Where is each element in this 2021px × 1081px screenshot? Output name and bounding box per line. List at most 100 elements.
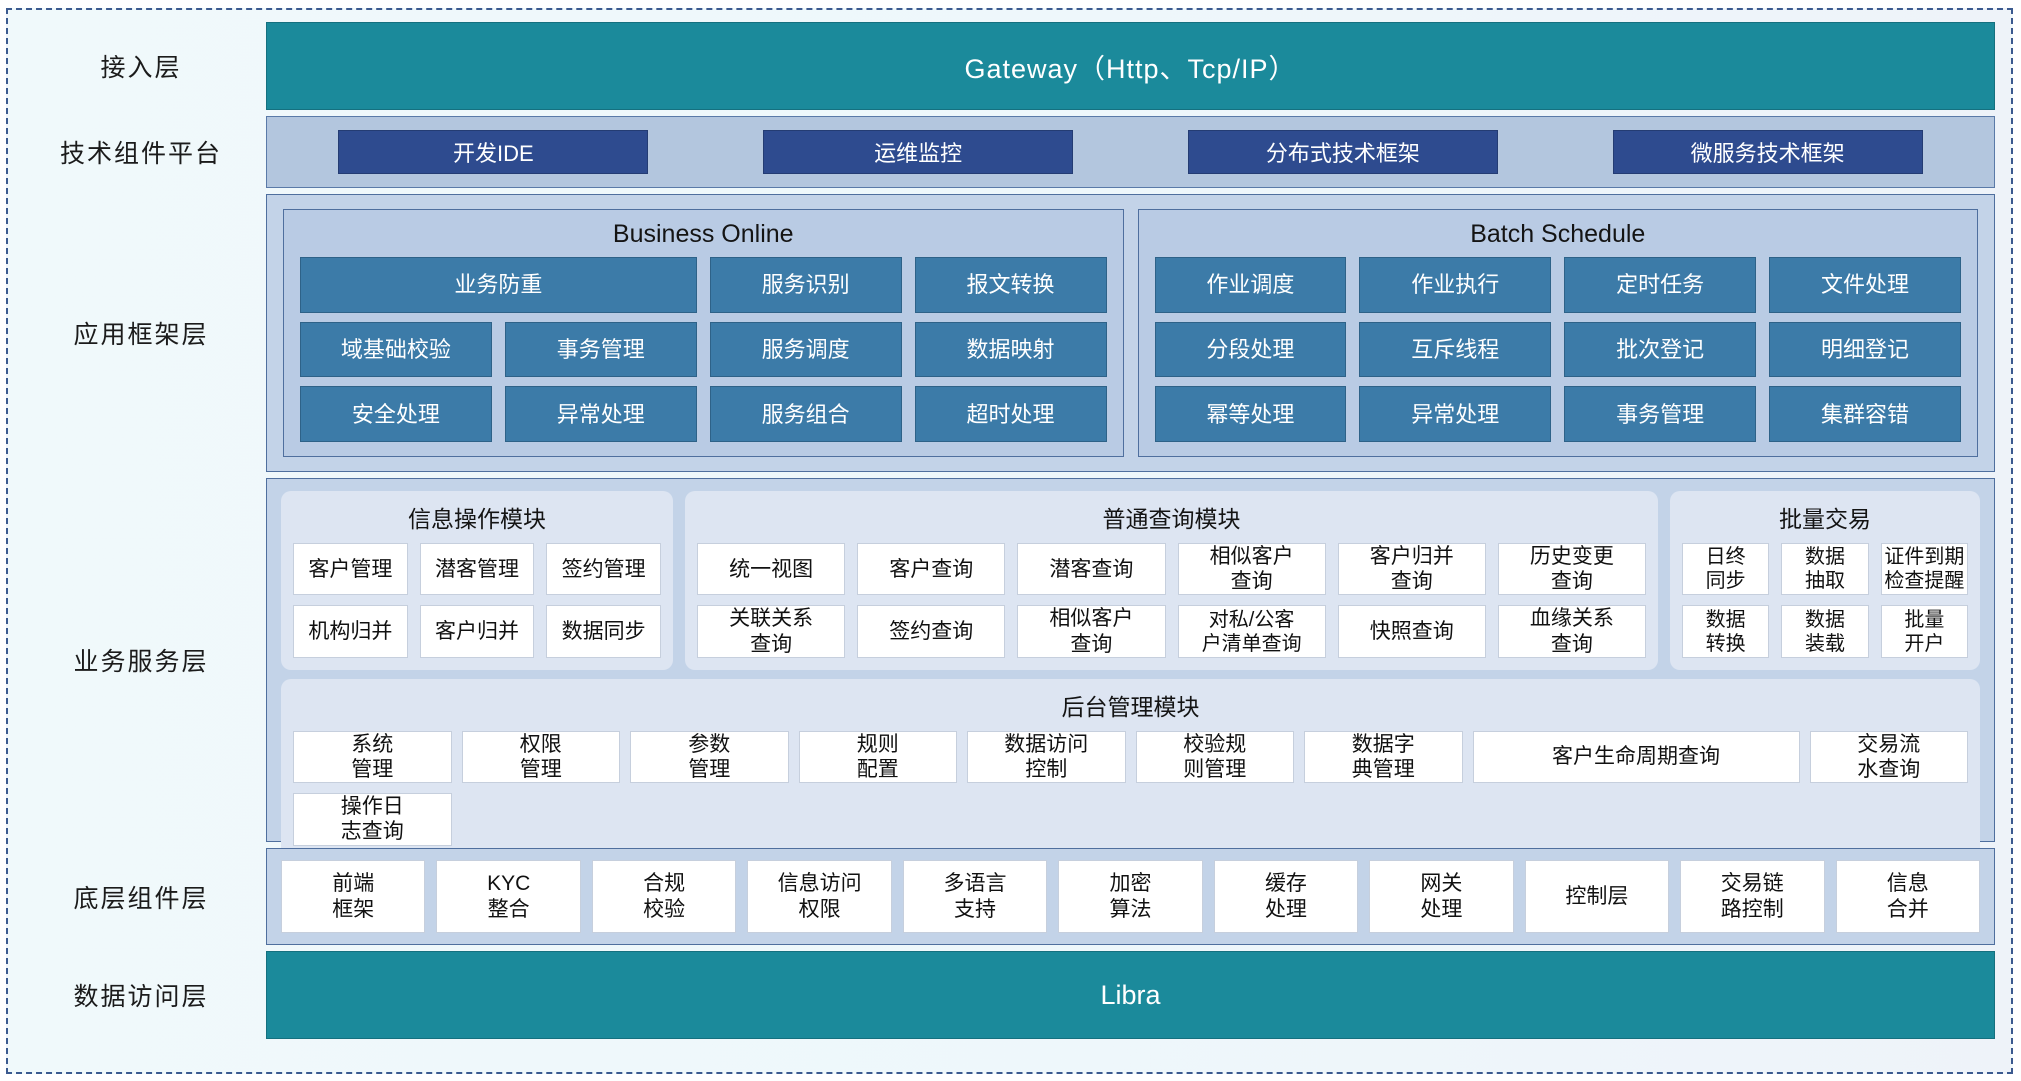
layer-label-data-access: 数据访问层 <box>73 983 209 1011</box>
panel-title-batch-schedule: Batch Schedule <box>1470 220 1646 248</box>
biz-cell-query-5[interactable]: 历史变更查询 <box>1497 543 1646 596</box>
gateway-bar[interactable]: Gateway（Http、Tcp/IP） <box>266 22 1995 110</box>
fw-cell-batch-9[interactable]: 异常处理 <box>1359 386 1552 442</box>
biz-cell-info-1[interactable]: 潜客管理 <box>419 543 535 596</box>
panel-title-business-online: Business Online <box>612 220 794 248</box>
fw-cell-online-5[interactable]: 服务调度 <box>709 321 902 378</box>
biz-cell-batchtx-3[interactable]: 数据转换 <box>1682 605 1770 658</box>
bottom-cell-8[interactable]: 控制层 <box>1524 860 1670 933</box>
layer-label-tech-platform: 技术组件平台 <box>59 140 222 168</box>
fw-cell-online-10[interactable]: 超时处理 <box>914 386 1107 442</box>
panel-business-online: Business Online 业务防重 服务识别 报文转换 域基础校验 事务管… <box>283 209 1124 457</box>
biz-cell-batchtx-0[interactable]: 日终同步 <box>1682 543 1770 596</box>
biz-cell-batchtx-2[interactable]: 证件到期检查提醒 <box>1880 543 1968 596</box>
biz-cell-query-9[interactable]: 对私/公客户清单查询 <box>1177 605 1326 658</box>
fw-cell-batch-1[interactable]: 作业执行 <box>1359 257 1552 313</box>
biz-cell-info-5[interactable]: 数据同步 <box>546 605 661 658</box>
batch-schedule-grid: 作业调度 作业执行 定时任务 文件处理 分段处理 互斥线程 批次登记 明细登记 … <box>1154 257 1961 442</box>
biz-cell-query-2[interactable]: 潜客查询 <box>1017 543 1166 596</box>
app-framework-container: Business Online 业务防重 服务识别 报文转换 域基础校验 事务管… <box>266 194 1995 472</box>
bottom-cell-7[interactable]: 网关处理 <box>1369 860 1514 933</box>
admin-cell-6[interactable]: 数据字典管理 <box>1304 730 1463 784</box>
module-title-common-query: 普通查询模块 <box>1102 506 1241 532</box>
business-online-grid: 业务防重 服务识别 报文转换 域基础校验 事务管理 服务调度 数据映射 安全处理… <box>300 257 1107 442</box>
layer-label-bottom-components: 底层组件层 <box>73 884 209 913</box>
tech-chip-distributed-framework[interactable]: 分布式技术框架 <box>1187 130 1498 174</box>
bottom-cell-10[interactable]: 信息合并 <box>1835 860 1980 933</box>
admin-cell-2[interactable]: 参数管理 <box>630 730 789 784</box>
bottom-cell-5[interactable]: 加密算法 <box>1058 860 1203 933</box>
biz-cell-batchtx-1[interactable]: 数据抽取 <box>1781 543 1869 596</box>
biz-cell-query-11[interactable]: 血缘关系查询 <box>1497 605 1646 658</box>
batch-transaction-grid: 日终同步 数据抽取 证件到期检查提醒 数据转换 数据装载 批量开户 <box>1682 543 1968 658</box>
biz-cell-query-8[interactable]: 相似客户查询 <box>1017 605 1166 658</box>
admin-cell-8[interactable]: 交易流水查询 <box>1809 730 1968 784</box>
bottom-cell-0[interactable]: 前端框架 <box>281 860 426 933</box>
fw-cell-batch-5[interactable]: 互斥线程 <box>1359 321 1552 378</box>
admin-cell-0[interactable]: 系统管理 <box>293 730 452 784</box>
fw-cell-batch-11[interactable]: 集群容错 <box>1769 386 1961 442</box>
admin-cell-5[interactable]: 校验规则管理 <box>1135 730 1294 784</box>
business-service-body: 信息操作模块 客户管理 潜客管理 签约管理 机构归并 客户归并 数据同步 普通查… <box>266 478 1995 858</box>
info-operations-grid: 客户管理 潜客管理 签约管理 机构归并 客户归并 数据同步 <box>293 543 661 658</box>
fw-cell-batch-8[interactable]: 幂等处理 <box>1154 386 1347 442</box>
fw-cell-batch-7[interactable]: 明细登记 <box>1769 321 1961 378</box>
tech-chip-ops-monitor[interactable]: 运维监控 <box>763 130 1074 174</box>
biz-cell-query-7[interactable]: 签约查询 <box>857 605 1006 658</box>
biz-cell-query-1[interactable]: 客户查询 <box>857 543 1006 596</box>
biz-cell-query-4[interactable]: 客户归并查询 <box>1337 543 1486 596</box>
fw-cell-online-1[interactable]: 服务识别 <box>709 257 902 313</box>
fw-cell-batch-0[interactable]: 作业调度 <box>1154 257 1347 313</box>
libra-bar[interactable]: Libra <box>266 951 1995 1039</box>
biz-cell-info-2[interactable]: 签约管理 <box>546 543 661 596</box>
biz-cell-info-3[interactable]: 机构归并 <box>293 605 408 658</box>
module-admin-management: 后台管理模块 系统管理 权限管理 参数管理 规则配置 数据访问控制 校验规则管理… <box>281 678 1980 858</box>
fw-cell-online-2[interactable]: 报文转换 <box>914 257 1107 313</box>
module-batch-transaction: 批量交易 日终同步 数据抽取 证件到期检查提醒 数据转换 数据装载 批量开户 <box>1670 491 1980 670</box>
biz-cell-batchtx-4[interactable]: 数据装载 <box>1781 605 1869 658</box>
fw-cell-batch-6[interactable]: 批次登记 <box>1564 321 1757 378</box>
module-common-query: 普通查询模块 统一视图 客户查询 潜客查询 相似客户查询 客户归并查询 历史变更… <box>685 491 1658 670</box>
tech-chip-ide[interactable]: 开发IDE <box>338 130 649 174</box>
fw-cell-batch-3[interactable]: 文件处理 <box>1769 257 1961 313</box>
bottom-cell-3[interactable]: 信息访问权限 <box>747 860 892 933</box>
fw-cell-online-4[interactable]: 事务管理 <box>504 321 697 378</box>
admin-cell-9[interactable]: 操作日志查询 <box>293 793 452 846</box>
biz-cell-batchtx-5[interactable]: 批量开户 <box>1880 605 1968 658</box>
admin-cell-7[interactable]: 客户生命周期查询 <box>1472 730 1800 784</box>
app-framework-body: Business Online 业务防重 服务识别 报文转换 域基础校验 事务管… <box>266 194 1995 472</box>
tech-platform-body: 开发IDE 运维监控 分布式技术框架 微服务技术框架 <box>266 116 1995 188</box>
bottom-cell-4[interactable]: 多语言支持 <box>902 860 1048 933</box>
admin-cell-4[interactable]: 数据访问控制 <box>967 730 1126 784</box>
admin-cell-1[interactable]: 权限管理 <box>461 730 620 784</box>
fw-cell-online-6[interactable]: 数据映射 <box>914 321 1107 378</box>
bottom-cell-9[interactable]: 交易链路控制 <box>1680 860 1825 933</box>
fw-cell-online-7[interactable]: 安全处理 <box>300 386 492 442</box>
module-title-batch-transaction: 批量交易 <box>1779 506 1871 532</box>
bottom-cell-2[interactable]: 合规校验 <box>591 860 737 933</box>
admin-cell-3[interactable]: 规则配置 <box>798 730 957 784</box>
fw-cell-batch-10[interactable]: 事务管理 <box>1564 386 1757 442</box>
bottom-cell-6[interactable]: 缓存处理 <box>1213 860 1359 933</box>
biz-cell-query-6[interactable]: 关联关系查询 <box>697 605 846 658</box>
biz-cell-info-4[interactable]: 客户归并 <box>419 605 535 658</box>
layer-label-business-service: 业务服务层 <box>73 648 209 676</box>
fw-cell-online-8[interactable]: 异常处理 <box>504 386 697 442</box>
fw-cell-batch-4[interactable]: 分段处理 <box>1154 321 1347 378</box>
biz-cell-query-0[interactable]: 统一视图 <box>697 543 846 596</box>
data-access-body: Libra <box>266 951 1995 1039</box>
fw-cell-online-0[interactable]: 业务防重 <box>300 257 697 313</box>
module-title-info-operations: 信息操作模块 <box>408 506 546 532</box>
fw-cell-batch-2[interactable]: 定时任务 <box>1564 257 1757 313</box>
fw-cell-online-9[interactable]: 服务组合 <box>709 386 902 442</box>
biz-cell-info-0[interactable]: 客户管理 <box>293 543 408 596</box>
fw-cell-online-3[interactable]: 域基础校验 <box>300 321 492 378</box>
access-layer-body: Gateway（Http、Tcp/IP） <box>266 22 1995 110</box>
tech-chip-microservice-framework[interactable]: 微服务技术框架 <box>1612 130 1923 174</box>
module-info-operations: 信息操作模块 客户管理 潜客管理 签约管理 机构归并 客户归并 数据同步 <box>281 491 673 670</box>
biz-cell-query-3[interactable]: 相似客户查询 <box>1177 543 1326 596</box>
biz-cell-query-10[interactable]: 快照查询 <box>1337 605 1486 658</box>
